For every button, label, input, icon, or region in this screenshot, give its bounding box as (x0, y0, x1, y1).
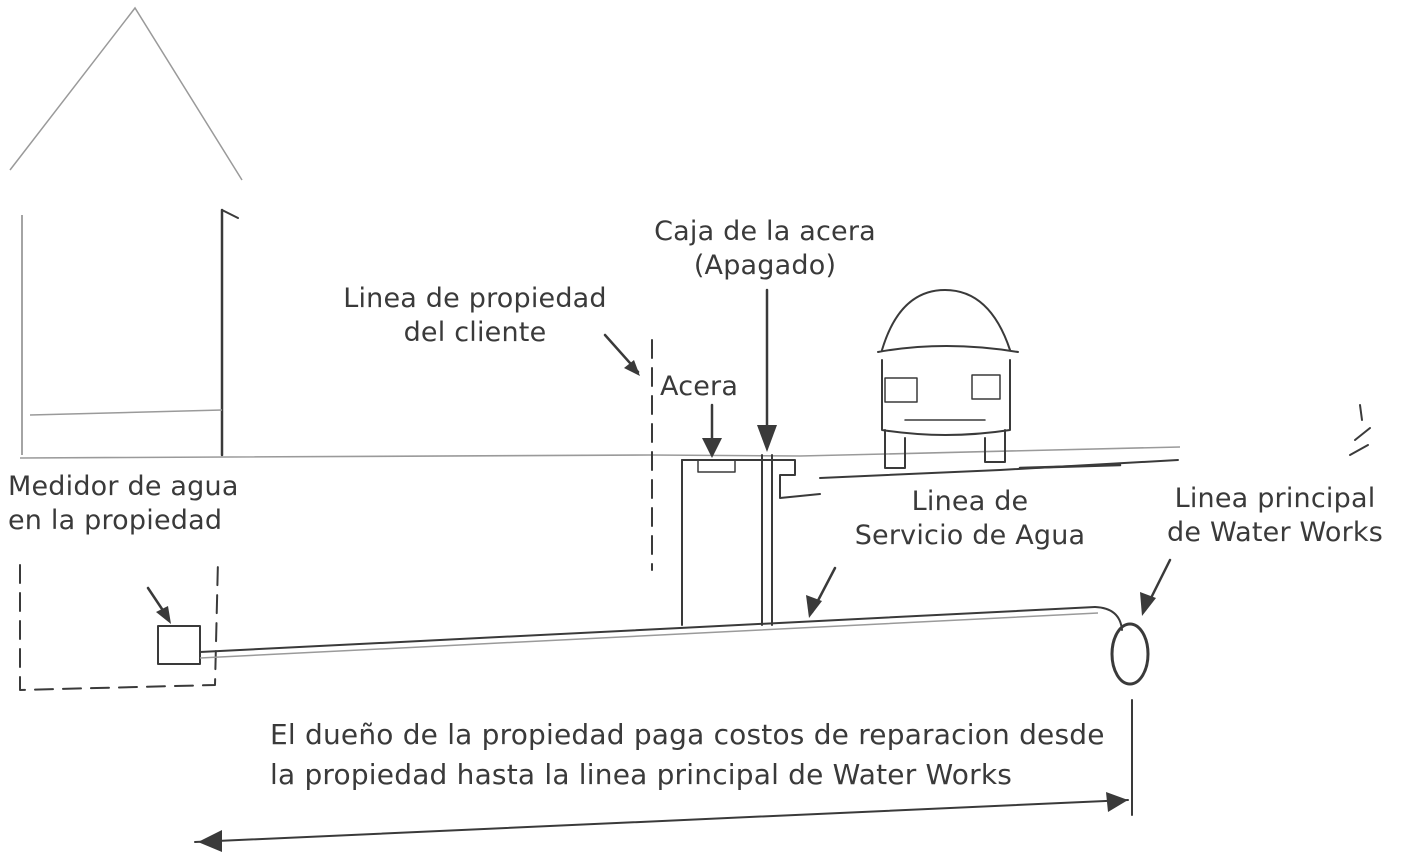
property-line-label: Linea de propiedad del cliente (315, 282, 635, 350)
water-main-label-line2: de Water Works (1167, 517, 1383, 548)
property-line-label-line2: del cliente (403, 317, 547, 348)
water-meter (157, 625, 201, 665)
arrow-to-sidewalk-box (757, 288, 777, 452)
responsibility-span (194, 699, 1133, 852)
responsibility-note: El dueño de la propiedad paga costos de … (270, 715, 1105, 795)
scribble-mark (1349, 404, 1371, 456)
sidewalk-box-label-line2: (Apagado) (693, 250, 837, 281)
responsibility-note-line1: El dueño de la propiedad paga costos de … (270, 718, 1105, 751)
road-line (819, 459, 1179, 479)
arrow-to-service-line (806, 566, 837, 618)
service-line-label-line1: Linea de (911, 486, 1029, 517)
water-meter-label-line1: Medidor de agua (8, 471, 239, 502)
property-line-label-line1: Linea de propiedad (343, 283, 607, 314)
water-main-label-line1: Linea principal (1174, 483, 1376, 514)
meter-pit-outline (19, 559, 219, 691)
house (9, 6, 243, 457)
car (877, 289, 1019, 469)
arrow-to-meter (146, 586, 171, 624)
curb-box (681, 454, 821, 626)
sidewalk-box-label-line1: Caja de la acera (654, 216, 876, 247)
service-line-pipe (199, 606, 1096, 653)
water-main-pipe (1110, 622, 1150, 686)
arrow-to-sidewalk (702, 403, 722, 458)
arrow-to-property-line (603, 333, 640, 376)
arrow-to-water-main (1140, 558, 1172, 616)
sidewalk-label: Acera (660, 371, 739, 402)
service-line-label-line2: Servicio de Agua (854, 520, 1086, 551)
water-main-label: Linea principal de Water Works (1150, 482, 1400, 550)
water-meter-label: Medidor de agua en la propiedad (8, 470, 239, 538)
service-line-label: Linea de Servicio de Agua (840, 485, 1100, 553)
water-meter-label-line2: en la propiedad (8, 505, 223, 536)
responsibility-note-line2: la propiedad hasta la linea principal de… (270, 758, 1013, 791)
sidewalk-box-label: Caja de la acera (Apagado) (600, 215, 930, 283)
ground-line (19, 446, 1181, 459)
